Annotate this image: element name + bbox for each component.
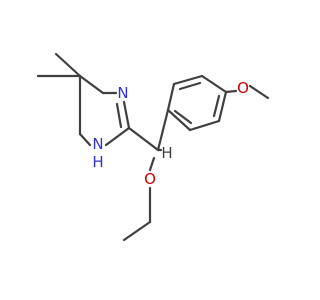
bond-c5-c4 <box>78 74 105 95</box>
bond-ar-o <box>224 89 238 94</box>
bond-ch2-ch3 <box>122 220 152 242</box>
atom-nh-n: N <box>92 135 103 153</box>
bond-ar-c4-c5 <box>217 90 228 123</box>
bond-ar-inner-a <box>178 81 202 91</box>
bond-ar-inner-c <box>173 109 193 125</box>
bond-ar-inner-b <box>212 94 221 118</box>
atom-methine-h: H <box>161 144 172 162</box>
bond-n3-c2-double-a <box>122 100 131 130</box>
bond-layer <box>36 52 270 242</box>
bond-c2-methine <box>127 126 160 152</box>
bond-o-methyl <box>248 84 270 100</box>
atom-nh-h: H <box>92 153 103 171</box>
bond-ar-c5-c6 <box>188 119 221 132</box>
bond-ar-c1-c2 <box>166 82 176 112</box>
bond-methine-o <box>148 156 156 172</box>
atom-o-methoxy: O <box>237 79 249 97</box>
atom-n-ring: N <box>117 84 128 102</box>
atom-label-layer: N N H H O O <box>92 79 249 188</box>
bond-methyl-b <box>54 52 82 78</box>
molecule-structure: N N H H O O <box>36 52 270 242</box>
bond-methine-aryl <box>156 108 170 152</box>
bond-ar-c6-c1 <box>166 108 192 132</box>
bond-c2-n1 <box>104 126 131 147</box>
bond-ar-c2-c3 <box>172 74 204 86</box>
bond-n1-c6 <box>78 132 92 147</box>
atom-o-ethoxy: O <box>144 170 156 188</box>
bond-n3-c2-double-b <box>115 102 123 129</box>
bond-ar-c3-c4 <box>200 74 228 94</box>
